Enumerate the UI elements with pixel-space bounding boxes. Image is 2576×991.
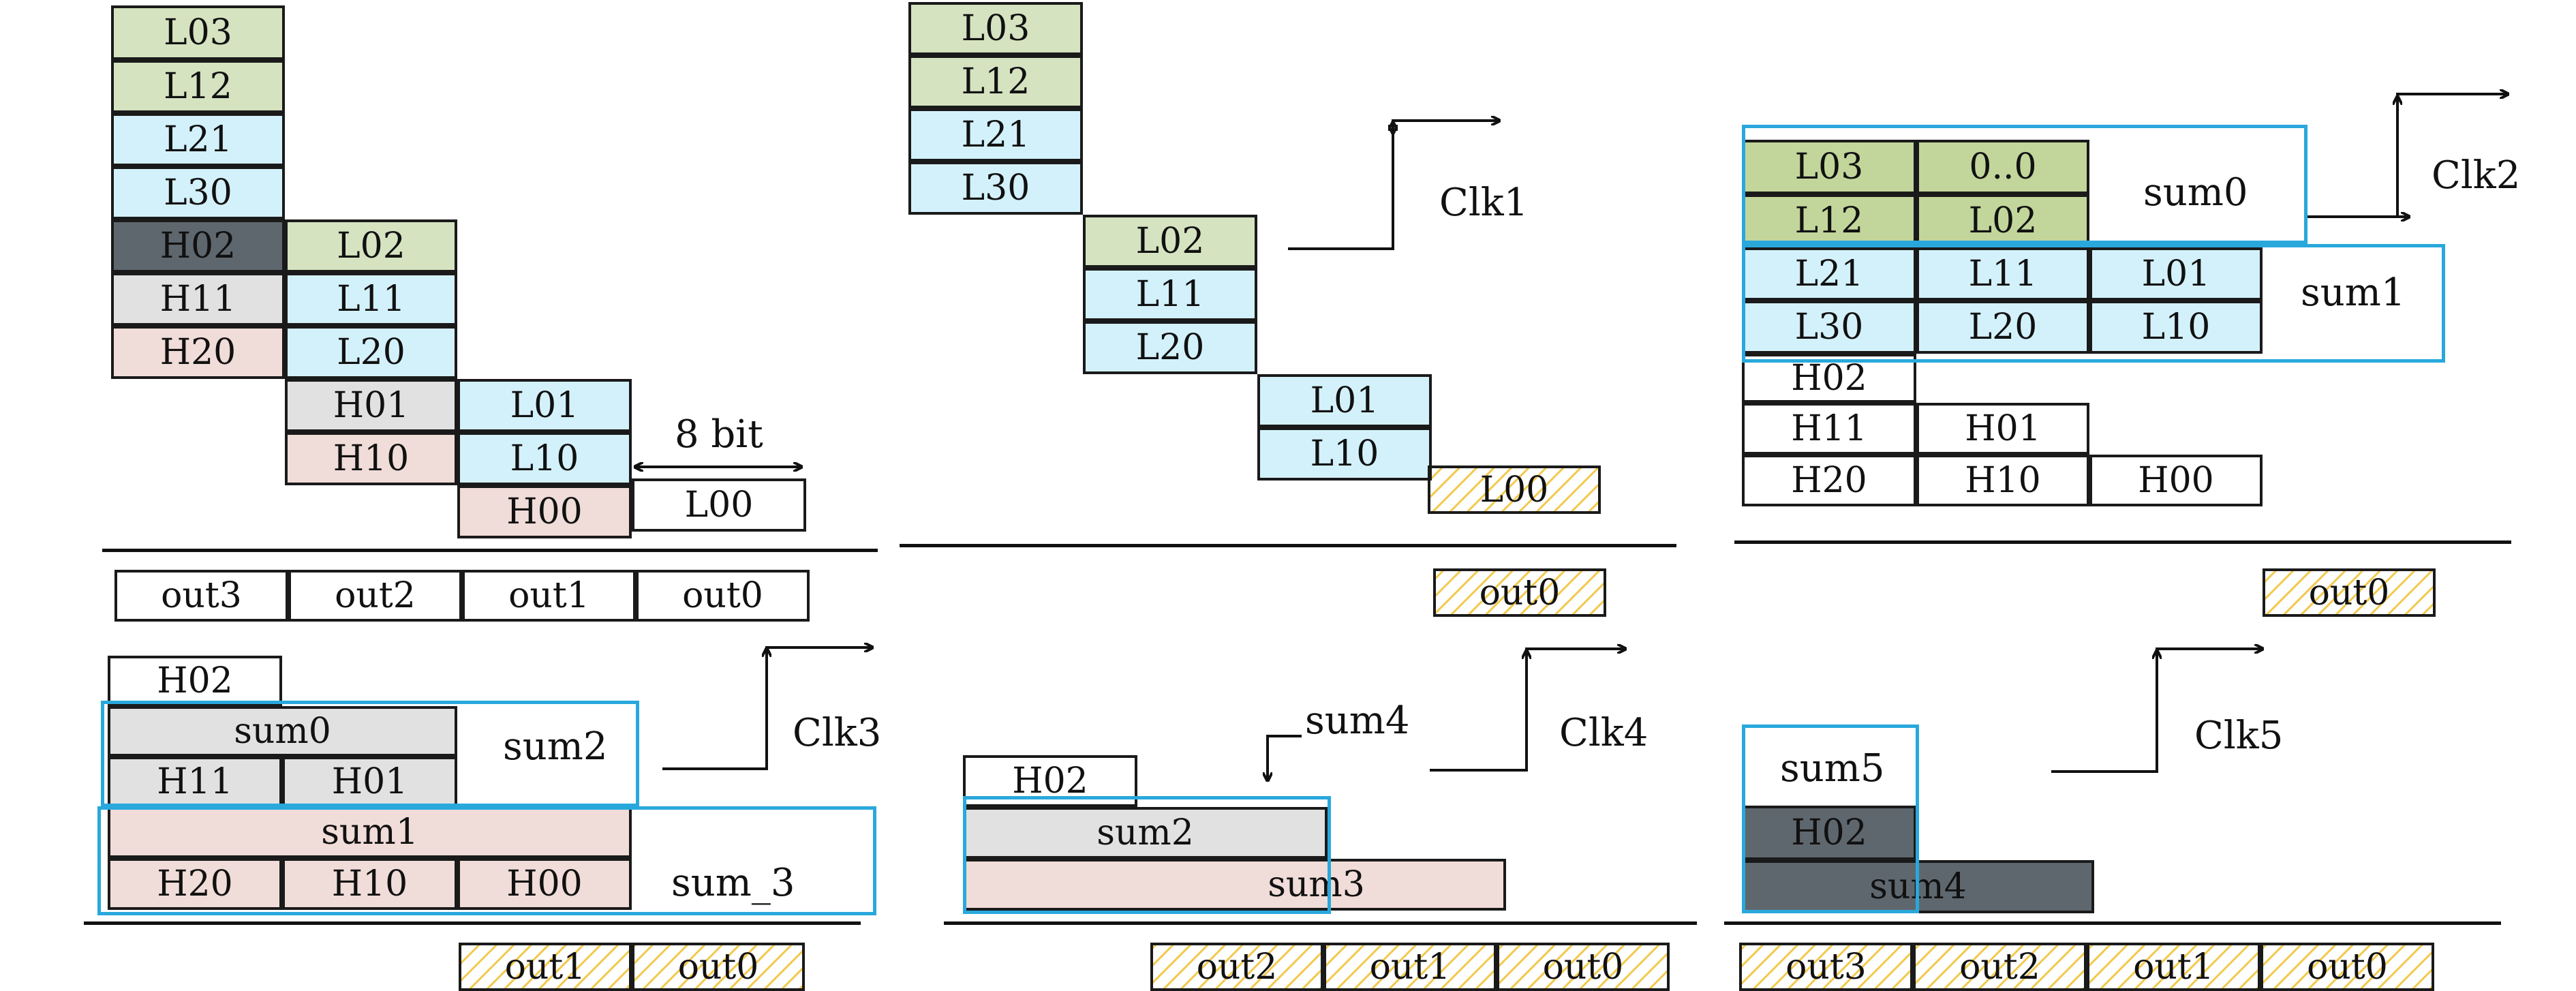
cell-h01: H01 <box>1916 403 2089 455</box>
cell-l30: L30 <box>908 162 1083 215</box>
sum1-label: sum1 <box>2301 271 2406 315</box>
sum2-label: sum2 <box>503 725 608 769</box>
cell-l21: L21 <box>908 108 1083 162</box>
cell-l02: L02 <box>1083 215 1257 268</box>
divider-p5 <box>944 921 1697 925</box>
cell-l10: L10 <box>1257 427 1432 481</box>
cell-l10: L10 <box>2089 301 2263 354</box>
divider-p2 <box>900 544 1676 547</box>
cell-h00: H00 <box>457 485 632 538</box>
cell-l20: L20 <box>285 326 457 379</box>
output-out3: out3 <box>114 570 288 622</box>
divider-p4 <box>84 921 861 925</box>
output-out2: out2 <box>1150 943 1323 991</box>
cell-l21: L21 <box>111 113 285 166</box>
sum3-label: sum_3 <box>671 861 795 905</box>
cell-l00: L00 <box>632 478 806 532</box>
cell-l12: L12 <box>111 60 285 113</box>
output-out0: out0 <box>632 943 805 991</box>
cell-l20: L20 <box>1083 321 1257 374</box>
clock-label: Clk2 <box>2432 153 2521 198</box>
output-out2: out2 <box>1913 943 2087 991</box>
cell-h11: H11 <box>108 757 282 807</box>
clock-label: Clk1 <box>1439 181 1529 225</box>
highlight-sum0 <box>1742 125 2307 244</box>
output-out1: out1 <box>462 570 636 622</box>
sum4-label: sum4 <box>1305 699 1410 743</box>
output-out0: out0 <box>636 570 810 622</box>
output-out1: out1 <box>459 943 632 991</box>
cell-l01: L01 <box>457 379 632 432</box>
highlight-sum3 <box>97 806 876 915</box>
cell-l11: L11 <box>285 273 457 326</box>
cell-l20: L20 <box>1916 301 2089 354</box>
cell-l30: L30 <box>111 166 285 219</box>
cell-h20: H20 <box>1742 455 1916 506</box>
cell-sum2: sum2 <box>963 807 1328 859</box>
cell-l12: L12 <box>908 55 1083 108</box>
clock-label: Clk3 <box>793 711 882 755</box>
clock-label: Clk4 <box>1559 711 1649 755</box>
divider-p6 <box>1724 921 2501 925</box>
cell-sum3: sum3 <box>963 859 1506 911</box>
cell-h02: H02 <box>108 656 282 706</box>
cell-l30: L30 <box>1742 301 1916 354</box>
cell-sum0: sum0 <box>108 706 457 757</box>
highlight-sum4 <box>963 796 1331 914</box>
cell-h11: H11 <box>1742 403 1916 455</box>
cell-h00: H00 <box>2089 455 2263 506</box>
cell-l12: L12 <box>1742 194 1916 247</box>
cell-h01: H01 <box>285 379 457 432</box>
cell-h02: H02 <box>111 219 285 273</box>
cell-l01: L01 <box>1257 374 1432 427</box>
cell-l03: L03 <box>1742 140 1916 194</box>
cell-l00: L00 <box>1428 466 1601 514</box>
output-out0: out0 <box>2260 943 2434 991</box>
cell-l03: L03 <box>908 2 1083 55</box>
cell-zero-pad: 0..0 <box>1916 140 2089 194</box>
cell-h11: H11 <box>111 273 285 326</box>
cell-l11: L11 <box>1083 268 1257 321</box>
output-out3: out3 <box>1739 943 1913 991</box>
highlight-sum1 <box>1742 244 2445 363</box>
cell-h20: H20 <box>108 858 282 910</box>
cell-h01: H01 <box>282 757 457 807</box>
cell-l11: L11 <box>1916 247 2089 301</box>
cell-h10: H10 <box>1916 455 2089 506</box>
sum5-label: sum5 <box>1780 746 1885 791</box>
output-out1: out1 <box>1323 943 1497 991</box>
output-out0: out0 <box>2263 568 2436 617</box>
output-out1: out1 <box>2087 943 2260 991</box>
highlight-sum2 <box>101 701 639 807</box>
output-out0: out0 <box>1433 568 1606 617</box>
cell-l02: L02 <box>1916 194 2089 247</box>
cell-h00: H00 <box>457 858 632 910</box>
cell-l03: L03 <box>111 5 285 60</box>
divider-p3 <box>1734 540 2511 544</box>
sum4-pointer <box>1268 735 1302 780</box>
output-out0: out0 <box>1497 943 1670 991</box>
bit-width-label: 8 bit <box>675 412 763 457</box>
cell-h10: H10 <box>285 432 457 485</box>
cell-l02: L02 <box>285 219 457 273</box>
sum0-label: sum0 <box>2143 170 2248 215</box>
cell-l01: L01 <box>2089 247 2263 301</box>
output-out2: out2 <box>288 570 462 622</box>
clock-label: Clk5 <box>2194 714 2284 758</box>
cell-h10: H10 <box>282 858 457 910</box>
highlight-sum5 <box>1742 725 1919 913</box>
cell-l10: L10 <box>457 432 632 485</box>
divider-p1 <box>102 549 878 552</box>
cell-h20: H20 <box>111 326 285 379</box>
